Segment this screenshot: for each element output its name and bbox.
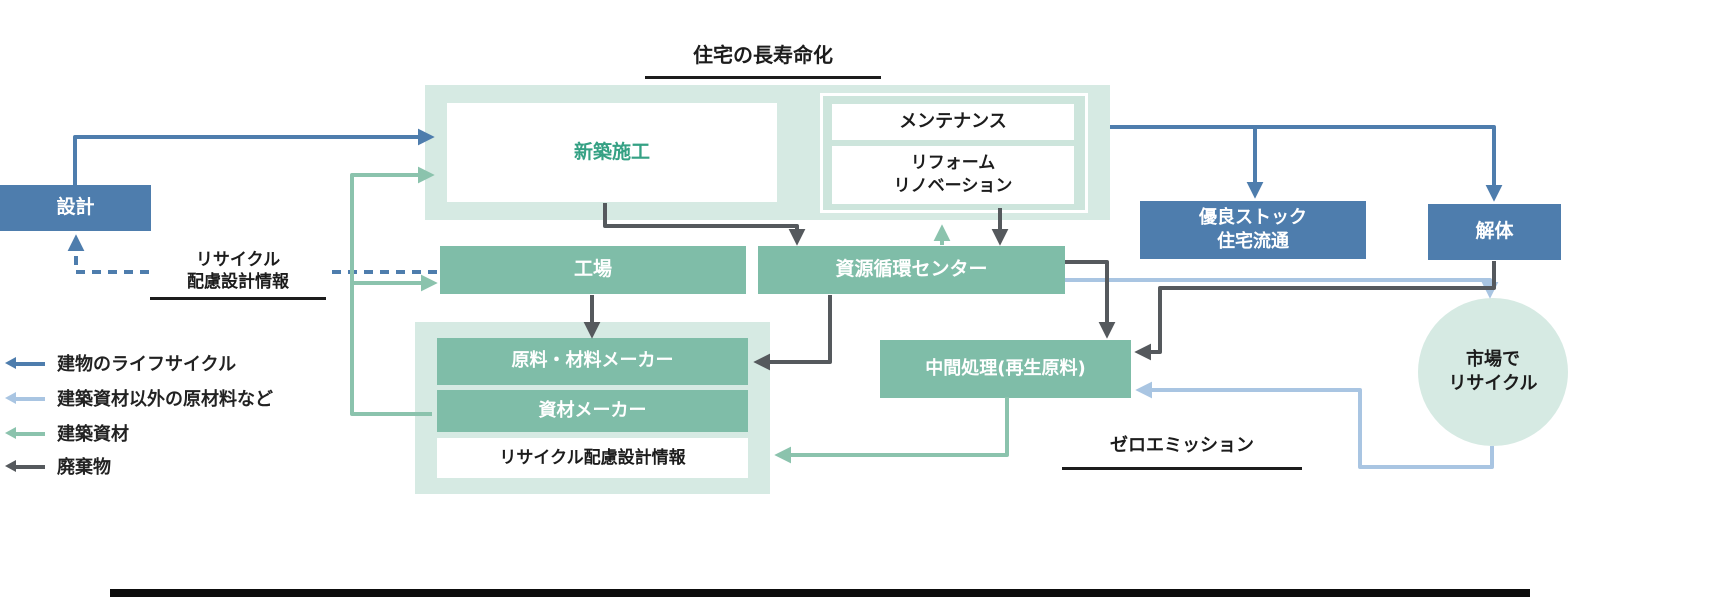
arrow-construction-to-demolition	[1110, 125, 1503, 202]
diagram-title: 住宅の長寿命化	[645, 42, 881, 79]
legend-label-raw-materials: 建築資材以外の原材料など	[57, 389, 273, 410]
legend-item-lifecycle: 建物のライフサイクル	[5, 350, 236, 376]
demolition-box: 解体	[1428, 204, 1561, 260]
factory-box: 工場	[440, 246, 746, 294]
legend-label-lifecycle: 建物のライフサイクル	[57, 354, 237, 375]
market-recycle-label-line2: リサイクル	[1448, 373, 1538, 394]
reform-label-line2: リノベーション	[893, 176, 1013, 196]
legend-item-raw-materials: 建築資材以外の原材料など	[5, 385, 273, 411]
raw-material-maker-label: 原料・材料メーカー	[511, 350, 674, 372]
resource-center-label: 資源循環センター	[835, 258, 988, 281]
legend-item-building-materials: 建築資材	[5, 420, 129, 446]
recycle-design-info-label: リサイクル 配慮設計情報	[150, 249, 326, 301]
arrow-resource-center-to-intermediate	[1065, 260, 1116, 339]
legend-item-waste: 廃棄物	[5, 453, 111, 479]
arrow-design-to-new-construction	[73, 128, 435, 185]
market-recycle-circle: 市場で リサイクル	[1418, 298, 1568, 446]
legend-label-waste: 廃棄物	[57, 457, 111, 478]
quality-stock-box: 優良ストック 住宅流通	[1140, 201, 1366, 259]
new-construction-label: 新築施工	[573, 140, 650, 163]
factory-label: 工場	[573, 258, 612, 281]
maintenance-box: メンテナンス	[832, 104, 1074, 140]
building-material-arrow-icon	[5, 426, 45, 440]
intermediate-processing-box: 中間処理(再生原料)	[880, 340, 1131, 398]
recycle-design-info-box-label: リサイクル配慮設計情報	[499, 447, 686, 468]
maintenance-label: メンテナンス	[899, 110, 1007, 132]
recycle-design-info-line1: リサイクル	[195, 250, 281, 270]
recycle-design-info-box: リサイクル配慮設計情報	[437, 438, 748, 478]
demolition-label: 解体	[1475, 220, 1514, 243]
zero-emission-text: ゼロエミッション	[1110, 435, 1254, 456]
market-recycle-label-line1: 市場で	[1466, 348, 1520, 370]
zero-emission-label: ゼロエミッション	[1062, 434, 1302, 471]
reform-label-line1: リフォーム	[910, 153, 996, 174]
arrow-resource-center-to-market	[1065, 278, 1499, 299]
material-maker-box: 資材メーカー	[437, 390, 748, 432]
quality-stock-label-line2: 住宅流通	[1217, 231, 1289, 252]
bottom-divider-bar	[110, 589, 1530, 597]
arrow-intermediate-to-makers	[774, 397, 1009, 464]
resource-center-box: 資源循環センター	[758, 246, 1065, 294]
quality-stock-label-line1: 優良ストック	[1199, 206, 1307, 228]
recycle-design-info-line2: 配慮設計情報	[187, 272, 289, 293]
raw-material-maker-box: 原料・材料メーカー	[437, 338, 748, 385]
diagram-title-text: 住宅の長寿命化	[693, 43, 833, 67]
arrow-resource-center-to-raw-material-maker	[753, 295, 832, 371]
intermediate-processing-label: 中間処理(再生原料)	[925, 357, 1086, 379]
lifecycle-arrow-icon	[5, 356, 45, 370]
legend-label-building-materials: 建築資材	[57, 424, 129, 445]
material-maker-label: 資材メーカー	[538, 399, 647, 421]
reform-renovation-box: リフォーム リノベーション	[832, 146, 1074, 204]
new-construction-box: 新築施工	[447, 103, 777, 202]
design-box: 設計	[0, 185, 151, 231]
raw-material-arrow-icon	[5, 391, 45, 405]
waste-arrow-icon	[5, 459, 45, 473]
design-label: 設計	[56, 196, 95, 219]
